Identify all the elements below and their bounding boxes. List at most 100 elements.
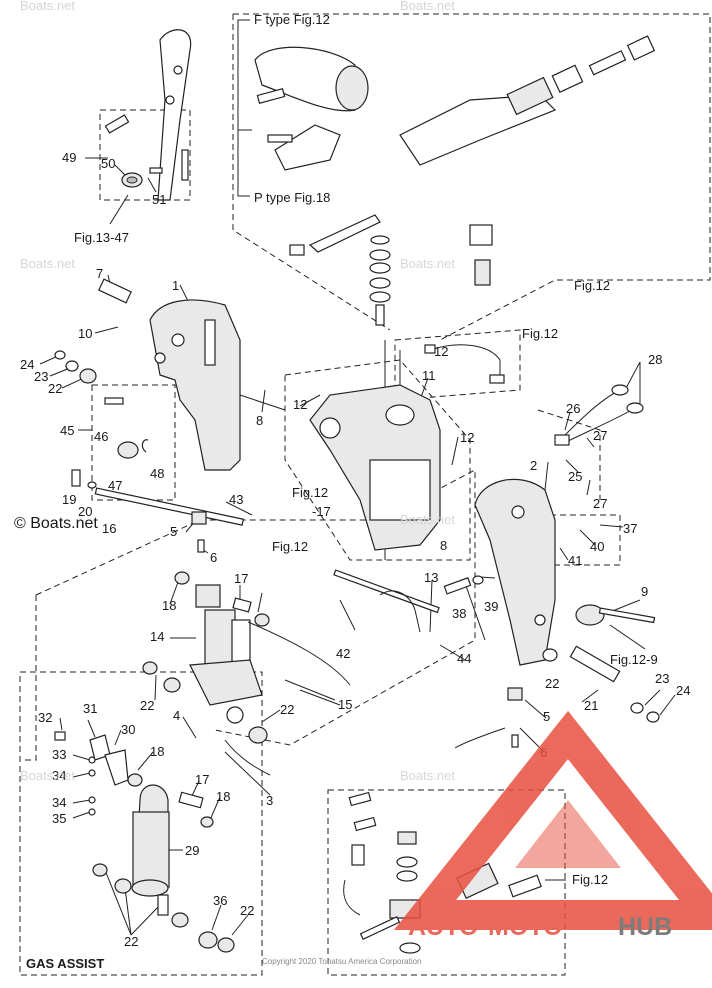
callout-25: 25 <box>568 469 582 484</box>
callout-47: 47 <box>108 478 122 493</box>
callout-43: 43 <box>229 492 243 507</box>
logo-triangle-icon <box>393 710 712 930</box>
dashed-group-bottom-fig12 <box>327 789 566 976</box>
swivel-bracket <box>309 384 441 551</box>
figure-labels: F type Fig.12 P type Fig.18 Fig.12 Fig.1… <box>26 12 658 971</box>
label-fig12-a: Fig.12 <box>574 278 610 293</box>
callout-27-b: 27 <box>593 496 607 511</box>
callout-23-right: 23 <box>655 671 669 686</box>
callout-42: 42 <box>336 646 350 661</box>
part-5-6-left <box>191 511 207 553</box>
label-fig12-d: Fig.12 <box>272 539 308 554</box>
washer-stack <box>369 235 391 326</box>
callout-5-right: 5 <box>543 709 550 724</box>
logo-word-auto: AUTO <box>408 913 478 941</box>
watermark-2: Boats.net <box>400 0 455 13</box>
callout-30: 30 <box>121 722 135 737</box>
callout-50: 50 <box>101 156 115 171</box>
callout-38: 38 <box>452 606 466 621</box>
callout-11: 11 <box>422 368 436 383</box>
clamp-bracket-right <box>474 478 556 666</box>
label-fig12-c: Fig.12 <box>292 485 328 500</box>
parts-13-38-39-44 <box>333 569 484 633</box>
logo-word-moto: MOTO <box>488 913 563 941</box>
callout-16: 16 <box>102 521 116 536</box>
callout-34-a: 34 <box>52 768 66 783</box>
dashed-group-left-bracket <box>91 384 176 501</box>
parts-5-6-right <box>454 687 523 749</box>
watermarks: Boats.net Boats.net Boats.net Boats.net … <box>14 0 455 966</box>
parts-46-47-48 <box>104 397 149 459</box>
callout-14: 14 <box>150 629 164 644</box>
callout-12-b: 12 <box>460 430 474 445</box>
label-gas-assist: GAS ASSIST <box>26 956 104 971</box>
logo-word-hub: HUB <box>618 913 672 941</box>
callout-6-left: 6 <box>210 550 217 565</box>
label-minus17: -17 <box>312 504 331 519</box>
callout-22: 22 <box>48 381 62 396</box>
callout-22-gas: 22 <box>124 934 138 949</box>
logo-inner-triangle-icon <box>515 800 621 868</box>
dashed-group-gas-assist <box>19 671 263 976</box>
callout-24-right: 24 <box>676 683 690 698</box>
watermark-1: Boats.net <box>20 0 75 13</box>
part-11-pipe <box>424 344 505 384</box>
callout-17-b: 17 <box>195 772 209 787</box>
callout-23: 23 <box>34 369 48 384</box>
callout-numbers: 49 50 51 7 1 10 24 23 22 45 46 47 48 19 … <box>20 150 690 949</box>
callout-8-left: 8 <box>256 413 263 428</box>
callout-22-ptt: 22 <box>140 698 154 713</box>
callout-51: 51 <box>152 192 166 207</box>
callout-19: 19 <box>62 492 76 507</box>
dashed-group-right-bracket <box>519 409 621 566</box>
callout-15: 15 <box>338 697 352 712</box>
callout-7: 7 <box>96 266 103 281</box>
watermark-7: Boats.net <box>400 768 455 783</box>
gas-assist-cylinder <box>92 773 235 953</box>
label-f-type: F type Fig.12 <box>254 12 330 27</box>
callout-18-c: 18 <box>216 789 230 804</box>
callout-27-a: 27 <box>593 428 607 443</box>
callout-33: 33 <box>52 747 66 762</box>
callout-20: 20 <box>78 504 92 519</box>
callout-39: 39 <box>484 599 498 614</box>
part-7-bolt <box>98 278 132 304</box>
callout-9: 9 <box>641 584 648 599</box>
automotohub-logo: AUTO MOTO HUB <box>393 710 712 941</box>
callout-22-gas-b: 22 <box>240 903 254 918</box>
washers-24-23-22-left <box>54 350 97 384</box>
callout-24: 24 <box>20 357 34 372</box>
label-fig13-47: Fig.13-47 <box>74 230 129 245</box>
callout-5-left: 5 <box>170 524 177 539</box>
callout-49: 49 <box>62 150 76 165</box>
watermark-6: Boats.net <box>20 768 75 783</box>
callout-41: 41 <box>568 553 582 568</box>
callout-3: 3 <box>266 793 273 808</box>
watermark-3: Boats.net <box>20 256 75 271</box>
clamp-bracket-left <box>149 299 241 471</box>
callout-17-a: 17 <box>234 571 248 586</box>
dashed-group-fig13 <box>99 109 191 201</box>
callout-22-right: 22 <box>545 676 559 691</box>
callout-34-b: 34 <box>52 795 66 810</box>
watermark-main: © Boats.net <box>14 515 98 532</box>
part-50-51 <box>104 114 163 188</box>
watermark-4: Boats.net <box>400 256 455 271</box>
callout-8-right: 8 <box>440 538 447 553</box>
parts-9-21-22-right <box>542 604 660 723</box>
label-fig12-9: Fig.12-9 <box>610 652 658 667</box>
label-fig12-e: Fig.12 <box>572 872 608 887</box>
wiring-harness-26-28 <box>554 384 644 446</box>
callout-29: 29 <box>185 843 199 858</box>
callout-37: 37 <box>623 521 637 536</box>
fp-type-brackets <box>237 19 252 197</box>
callout-46: 46 <box>94 429 108 444</box>
power-trim-tilt-unit <box>142 571 351 776</box>
callout-18-b: 18 <box>150 744 164 759</box>
tilt-arm-upper <box>157 29 192 201</box>
callout-36: 36 <box>213 893 227 908</box>
part-15-cord <box>284 679 336 701</box>
callout-48: 48 <box>150 466 164 481</box>
callout-35: 35 <box>52 811 66 826</box>
callout-45: 45 <box>60 423 74 438</box>
